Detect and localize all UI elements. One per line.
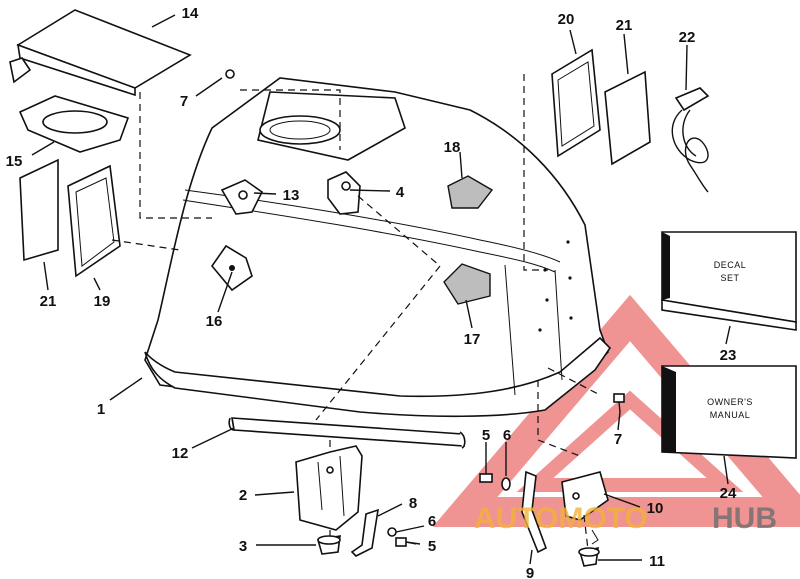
callout-5-upper: 5 — [482, 427, 490, 444]
latch-2 — [295, 445, 363, 531]
callout-6-upper: 6 — [503, 427, 511, 444]
frame-15 — [18, 95, 130, 153]
callout-3: 3 — [239, 538, 247, 555]
callout-23: 23 — [720, 347, 737, 364]
clip-8 — [350, 508, 379, 557]
pad-18 — [447, 175, 494, 209]
callout-5-lower: 5 — [428, 538, 436, 555]
bracket-4 — [327, 171, 361, 215]
seal-strip-12 — [228, 417, 466, 449]
callout-16: 16 — [206, 313, 223, 330]
plate-10 — [561, 471, 609, 521]
callout-7-right: 7 — [614, 431, 622, 448]
callout-13: 13 — [283, 187, 300, 204]
callout-18: 18 — [444, 139, 461, 156]
owners-manual-box: OWNER'S MANUAL — [661, 365, 797, 459]
leader-lines — [31, 14, 731, 565]
decal-set-box: DECAL SET — [661, 231, 797, 331]
callout-24: 24 — [720, 485, 737, 502]
callout-4: 4 — [396, 184, 405, 201]
engine-cover — [144, 77, 612, 418]
watermark-text: AUTOMOTO HUB — [474, 502, 777, 535]
callout-11: 11 — [649, 553, 665, 570]
bracket-9 — [521, 470, 547, 554]
panel-21-left — [19, 158, 59, 262]
callout-8: 8 — [409, 495, 417, 512]
callout-1: 1 — [97, 401, 105, 418]
callout-17: 17 — [464, 331, 481, 348]
callout-9: 9 — [526, 565, 534, 579]
callout-2: 2 — [239, 487, 247, 504]
callout-12: 12 — [172, 445, 189, 462]
callout-15: 15 — [6, 153, 23, 170]
bracket-13 — [220, 179, 264, 215]
knob-11 — [578, 529, 600, 567]
decal-set-line2: SET — [720, 273, 739, 283]
washer-6-lower — [387, 527, 397, 537]
washer-6-upper — [501, 477, 511, 491]
callout-6-lower: 6 — [428, 513, 436, 530]
frame-20 — [551, 48, 601, 158]
callout-10: 10 — [647, 500, 664, 517]
callout-21-left: 21 — [40, 293, 57, 310]
owners-manual-line1: OWNER'S — [707, 397, 753, 407]
screw-7-right — [613, 393, 625, 413]
callout-21-right: 21 — [616, 17, 633, 34]
callout-numbers: 14 7 15 21 19 13 4 18 16 17 1 12 2 3 8 6… — [6, 5, 737, 579]
decal-set-line1: DECAL — [714, 260, 747, 270]
callout-19: 19 — [94, 293, 111, 310]
callout-22: 22 — [679, 29, 696, 46]
pad-17 — [443, 263, 491, 305]
grommet-22 — [671, 87, 710, 193]
owners-manual-line2: MANUAL — [710, 410, 751, 420]
callout-7-top: 7 — [180, 93, 188, 110]
watermark-hub: HUB — [712, 502, 777, 535]
bracket-16 — [210, 244, 253, 292]
cover-lid-14 — [9, 9, 192, 97]
callout-20: 20 — [558, 11, 575, 28]
callout-14: 14 — [182, 5, 199, 22]
screw-7-top — [225, 69, 235, 79]
screw-5-upper — [479, 458, 493, 483]
watermark-automoto: AUTOMOTO — [474, 502, 648, 535]
panel-21-right — [604, 70, 651, 166]
knob-3 — [316, 535, 341, 555]
frame-19 — [67, 164, 121, 278]
assembly-lines — [111, 74, 601, 551]
